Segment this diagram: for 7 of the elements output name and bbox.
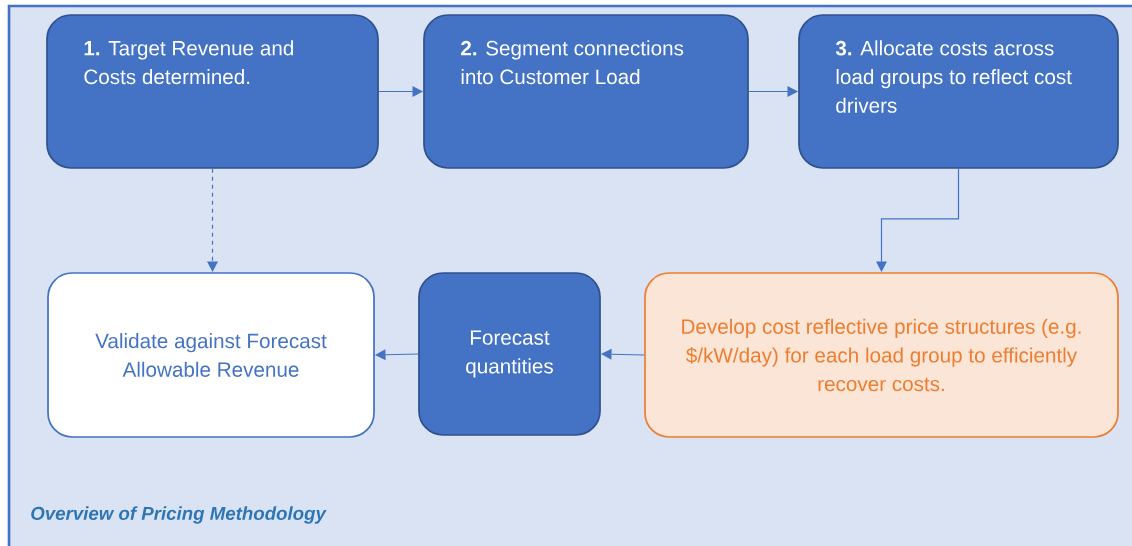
process-box: 2. Segment connections into Customer Load <box>423 14 749 169</box>
process-box: Validate against Forecast Allowable Revenue <box>47 272 375 438</box>
process-box: 3. Allocate costs across load groups to reflect cost drivers <box>798 14 1119 169</box>
process-box: 1. Target Revenue and Costs determined. <box>46 14 379 169</box>
process-box: Forecast quantities <box>418 272 601 436</box>
caption: Overview of Pricing Methodology <box>31 506 327 524</box>
process-box: Develop cost reflective price structures (e.g. $/kW/day) for each load group to efficiently recover costs. <box>644 272 1119 438</box>
